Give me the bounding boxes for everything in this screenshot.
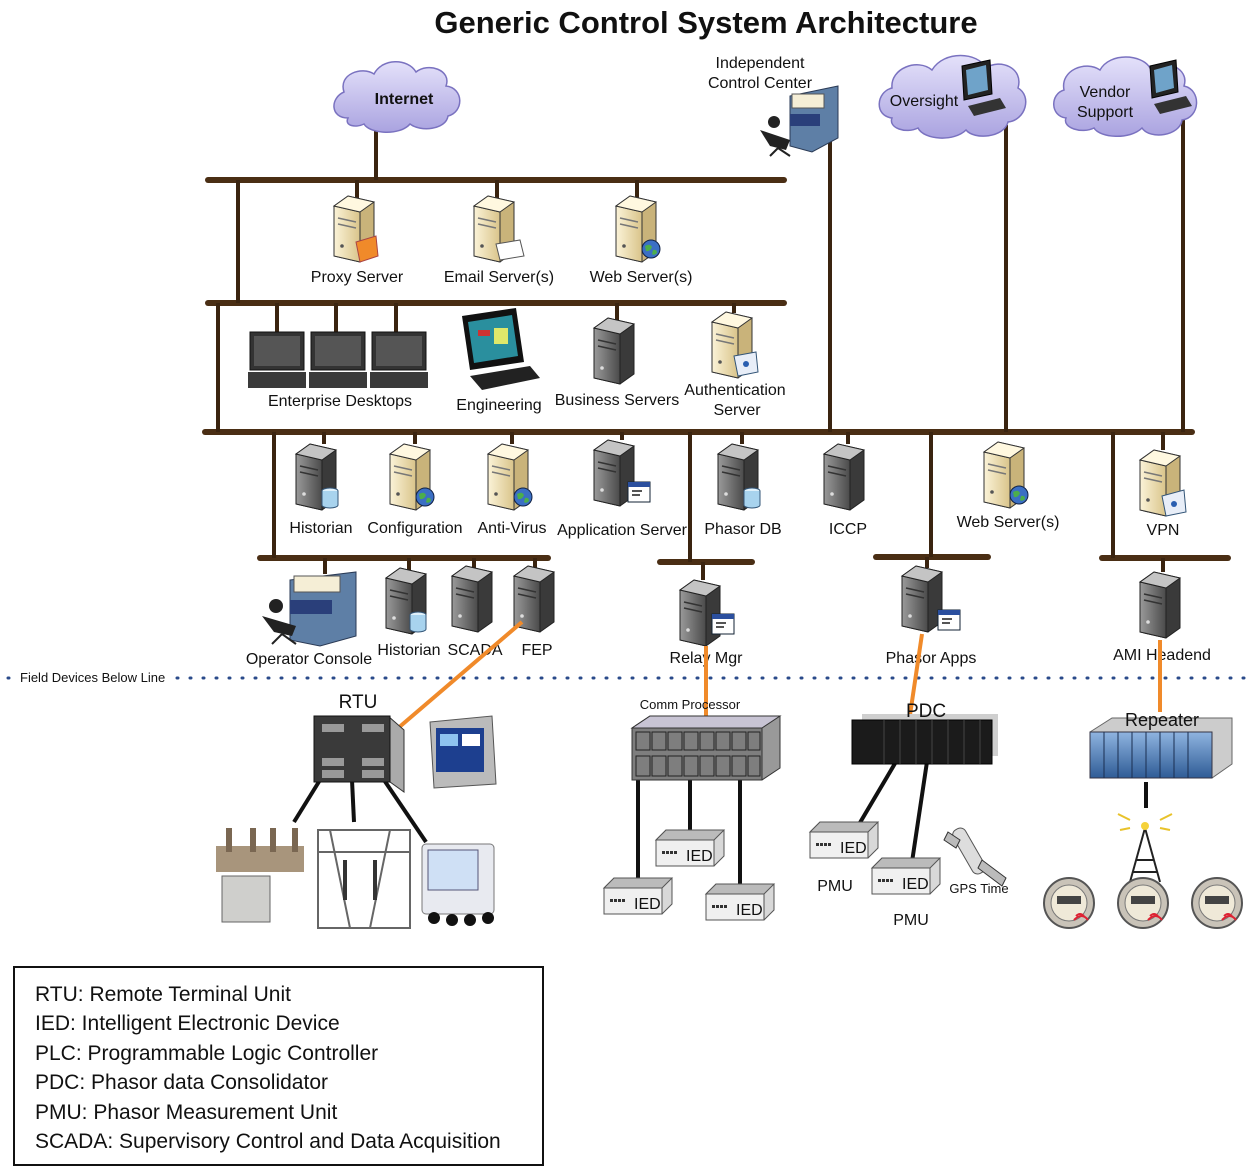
gps-time-label: GPS Time	[949, 881, 1008, 896]
diagram-title: Generic Control System Architecture	[434, 5, 977, 40]
pmu-ied-device: IED	[809, 821, 879, 859]
recloser-icon	[216, 828, 304, 923]
ied-label: IED	[736, 902, 763, 919]
proxy-server-icon	[333, 195, 379, 263]
gps-satellite-icon	[943, 827, 1007, 887]
authentication-server-label-line1: Authentication	[684, 382, 785, 399]
web-server-icon	[615, 195, 661, 263]
enterprise-desktops-icon	[248, 331, 428, 388]
pmu-label: PMU	[817, 878, 853, 895]
vpn-label: VPN	[1147, 522, 1180, 539]
ied-label: IED	[686, 848, 713, 865]
historian-server-icon	[295, 443, 339, 511]
scada-server-icon	[451, 565, 493, 633]
configuration-label: Configuration	[367, 520, 462, 537]
pdc-icon	[851, 714, 998, 765]
legend-item: PDC: Phasor data Consolidator	[35, 1071, 328, 1095]
scada-label: SCADA	[447, 642, 502, 659]
smart-meter-icon	[1043, 877, 1095, 929]
substation-switch-icon	[317, 829, 411, 929]
ami-headend-server-icon	[1139, 571, 1181, 639]
vendor-support-cloud: Vendor Support	[1053, 56, 1198, 137]
ied-device: IED	[705, 883, 775, 921]
proxy-server-label: Proxy Server	[311, 269, 404, 286]
operator-console-label: Operator Console	[246, 651, 372, 668]
comm-processor-label: Comm Processor	[640, 697, 741, 712]
application-server-icon	[593, 439, 651, 507]
web-server-2-icon	[983, 441, 1029, 509]
control-center-label-line1: Independent	[716, 55, 806, 72]
engineering-label: Engineering	[456, 397, 541, 414]
rtu-label: RTU	[339, 692, 378, 713]
historian-label: Historian	[289, 520, 352, 537]
vpn-server-icon	[1139, 449, 1187, 517]
business-servers-icon	[593, 317, 635, 385]
internet-cloud: Internet	[333, 61, 461, 133]
vendor-label-line2: Support	[1077, 104, 1134, 121]
configuration-server-icon	[389, 443, 435, 511]
iccp-label: ICCP	[829, 521, 867, 538]
web-server-label: Web Server(s)	[590, 269, 693, 286]
email-server-label: Email Server(s)	[444, 269, 554, 286]
comm-processor-icon	[630, 715, 782, 781]
phasor-db-label: Phasor DB	[704, 521, 781, 538]
fiber-links	[388, 620, 1162, 737]
authentication-server-label-line2: Server	[713, 402, 761, 419]
enterprise-desktops-label: Enterprise Desktops	[268, 393, 412, 410]
business-servers-label: Business Servers	[555, 392, 680, 409]
iccp-server-icon	[823, 443, 865, 511]
field-wires	[292, 753, 1148, 884]
phasor-apps-label: Phasor Apps	[886, 650, 977, 667]
meter-display-icon	[421, 843, 495, 926]
field-divider-label: Field Devices Below Line	[20, 670, 165, 685]
smart-meter-icon	[1117, 877, 1169, 929]
abbreviation-legend: RTU: Remote Terminal Unit IED: Intellige…	[13, 966, 544, 1166]
historian-2-server-icon	[385, 567, 427, 635]
oversight-cloud: Oversight	[878, 54, 1027, 139]
control-center-console-icon	[760, 85, 839, 157]
repeater-icon	[1089, 717, 1233, 779]
field-divider-label-bg	[16, 669, 172, 685]
ied-label: IED	[902, 876, 929, 893]
repeater-label: Repeater	[1125, 710, 1199, 730]
email-server-icon	[473, 195, 525, 263]
application-server-label: Application Server	[557, 522, 688, 539]
smart-meter-icon	[1191, 877, 1243, 929]
rtu-icon	[313, 715, 405, 793]
ied-label: IED	[840, 840, 867, 857]
pmu-label-2: PMU	[893, 912, 929, 929]
control-center-label-line2: Control Center	[708, 75, 813, 92]
engineering-workstation-icon	[462, 308, 540, 390]
vendor-computer-icon	[1149, 59, 1192, 114]
antivirus-label: Anti-Virus	[477, 520, 546, 537]
antivirus-server-icon	[487, 443, 533, 511]
pdc-label: PDC	[906, 701, 946, 722]
oversight-computer-icon	[961, 59, 1006, 116]
bus-connectors	[216, 120, 1185, 580]
legend-item: IED: Intelligent Electronic Device	[35, 1012, 340, 1036]
legend-item: PMU: Phasor Measurement Unit	[35, 1100, 338, 1124]
operator-console-icon	[262, 571, 357, 647]
fep-label: FEP	[521, 642, 552, 659]
radio-tower-icon	[1117, 813, 1173, 883]
historian-2-label: Historian	[377, 642, 440, 659]
legend-item: SCADA: Supervisory Control and Data Acqu…	[35, 1130, 501, 1154]
hmi-panel-icon	[429, 715, 497, 789]
pmu-ied-device: IED	[871, 857, 941, 895]
legend-item: PLC: Programmable Logic Controller	[35, 1041, 379, 1065]
oversight-label: Oversight	[890, 93, 959, 110]
ied-device: IED	[655, 829, 725, 867]
ied-label: IED	[634, 896, 661, 913]
phasor-db-server-icon	[717, 443, 761, 511]
internet-label: Internet	[375, 91, 434, 108]
phasor-apps-server-icon	[901, 565, 961, 633]
relay-mgr-server-icon	[679, 579, 735, 647]
vendor-label-line1: Vendor	[1080, 84, 1131, 101]
authentication-server-icon	[711, 311, 759, 379]
legend-item: RTU: Remote Terminal Unit	[35, 983, 291, 1006]
ied-device: IED	[603, 877, 673, 915]
web-server-2-label: Web Server(s)	[957, 514, 1060, 531]
